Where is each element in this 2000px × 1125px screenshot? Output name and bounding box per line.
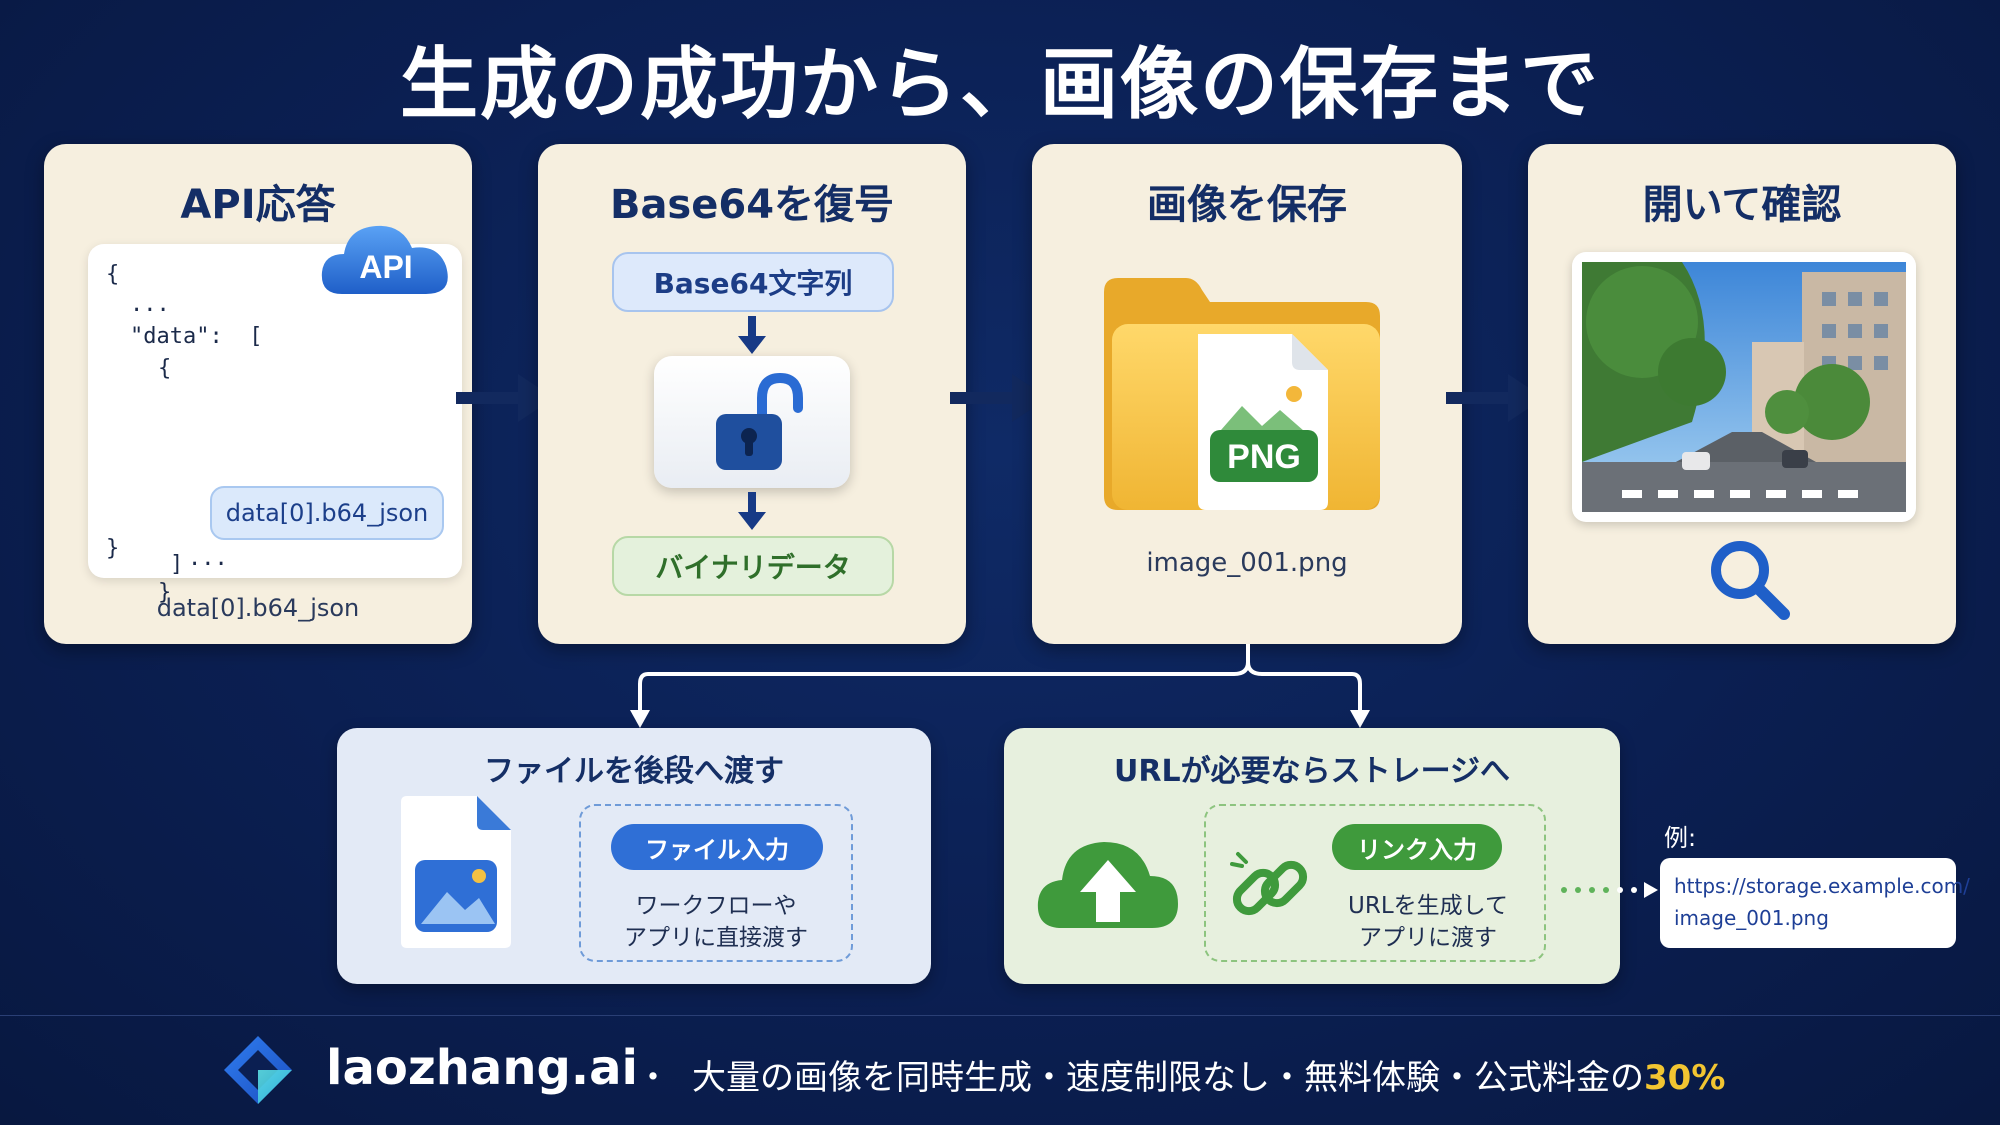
brand-logo-icon xyxy=(224,1036,292,1104)
card-title: Base64を復号 xyxy=(609,182,895,228)
open-check-card: 開いて確認 xyxy=(1528,144,1956,644)
file-input-desc: アプリに直接渡す xyxy=(624,925,808,951)
code-line: } xyxy=(158,580,172,605)
dotted-arrow-icon xyxy=(1561,882,1658,898)
page-title: 生成の成功から、画像の保存まで xyxy=(399,40,1600,130)
link-input-box: リンク入力 URLを生成して アプリに渡す xyxy=(1204,804,1546,962)
file-input-box: ファイル入力 ワークフローや アプリに直接渡す xyxy=(579,804,853,962)
arrow-right-icon xyxy=(1446,374,1544,422)
bottom-title: URLが必要ならストレージへ xyxy=(1114,754,1510,789)
storage-url-card: URLが必要ならストレージへ リンク入力 URLを生成して アプリに渡す xyxy=(1004,728,1620,984)
magnifier-icon xyxy=(1711,541,1790,620)
bottom-title: ファイルを後段へ渡す xyxy=(484,754,784,789)
arrow-down-icon xyxy=(738,492,766,530)
b64-json-chip: data[0].b64_json xyxy=(210,486,444,540)
link-input-badge: リンク入力 xyxy=(1332,824,1502,870)
code-line: { xyxy=(106,262,120,287)
link-input-desc: URLを生成して xyxy=(1348,893,1508,919)
png-label: PNG xyxy=(1227,438,1301,476)
link-input-desc: アプリに渡す xyxy=(1359,925,1497,951)
unlock-tile xyxy=(654,356,850,488)
folder-icon: PNG xyxy=(1104,278,1380,510)
file-input-badge: ファイル入力 xyxy=(611,824,823,870)
json-code-panel: { ... "data": [ { data[0].b64_json ... } xyxy=(88,244,462,605)
save-image-card: 画像を保存 PNG image_001.png xyxy=(1032,144,1462,644)
base64-string-pill: Base64文字列 xyxy=(612,252,894,312)
footer-divider xyxy=(0,1015,2000,1016)
code-line: ] xyxy=(170,552,184,577)
image-preview-frame xyxy=(1572,252,1916,522)
code-line: } xyxy=(106,536,120,561)
unlock-icon xyxy=(716,372,803,470)
footer-tagline: 大量の画像を同時生成・速度制限なし・無料体験・公式料金の30% xyxy=(692,1050,1725,1099)
base64-decode-card: Base64を復号 Base64文字列 バイナリデータ xyxy=(538,144,966,644)
file-input-desc: ワークフローや xyxy=(635,893,797,919)
binary-data-pill: バイナリデータ xyxy=(612,536,894,596)
example-url-line: image_001.png xyxy=(1674,906,1829,930)
footer-highlight: 30% xyxy=(1644,1058,1726,1098)
cloud-upload-icon xyxy=(1037,842,1178,928)
street-photo xyxy=(1582,262,1906,512)
code-line: { xyxy=(158,356,172,381)
image-file-icon xyxy=(401,796,511,948)
png-file-icon: PNG xyxy=(1198,334,1328,510)
brand-name: laozhang.ai xyxy=(326,1040,638,1096)
arrow-right-icon xyxy=(950,374,1048,422)
card-title: 画像を保存 xyxy=(1147,182,1347,228)
api-cloud-icon: API xyxy=(321,225,448,294)
arrow-right-icon xyxy=(456,374,554,422)
api-badge-text: API xyxy=(359,249,412,285)
api-response-card: API応答 { ... "data": [ { data[0].b64_json… xyxy=(44,144,472,644)
file-name-caption: image_001.png xyxy=(1146,548,1348,578)
footer-tagline-text: 大量の画像を同時生成・速度制限なし・無料体験・公式料金の xyxy=(692,1058,1644,1098)
example-url-line: https://storage.example.com/ xyxy=(1674,874,1970,898)
code-line: "data": [ xyxy=(130,324,263,349)
card-title: 開いて確認 xyxy=(1642,182,1842,228)
example-label: 例: xyxy=(1664,824,1697,852)
pass-file-card: ファイルを後段へ渡す ファイル入力 ワークフローや アプリに直接渡す xyxy=(337,728,931,984)
example-url-box: https://storage.example.com/ image_001.p… xyxy=(1660,858,1970,948)
code-line: ... xyxy=(188,546,228,571)
card-title: API応答 xyxy=(180,182,336,228)
branch-connector xyxy=(630,644,1370,728)
code-line: ... xyxy=(130,292,170,317)
card-caption: data[0].b64_json xyxy=(156,594,360,622)
footer-separator: ・ xyxy=(636,1058,670,1098)
arrow-down-icon xyxy=(738,316,766,354)
link-icon xyxy=(1230,852,1308,916)
